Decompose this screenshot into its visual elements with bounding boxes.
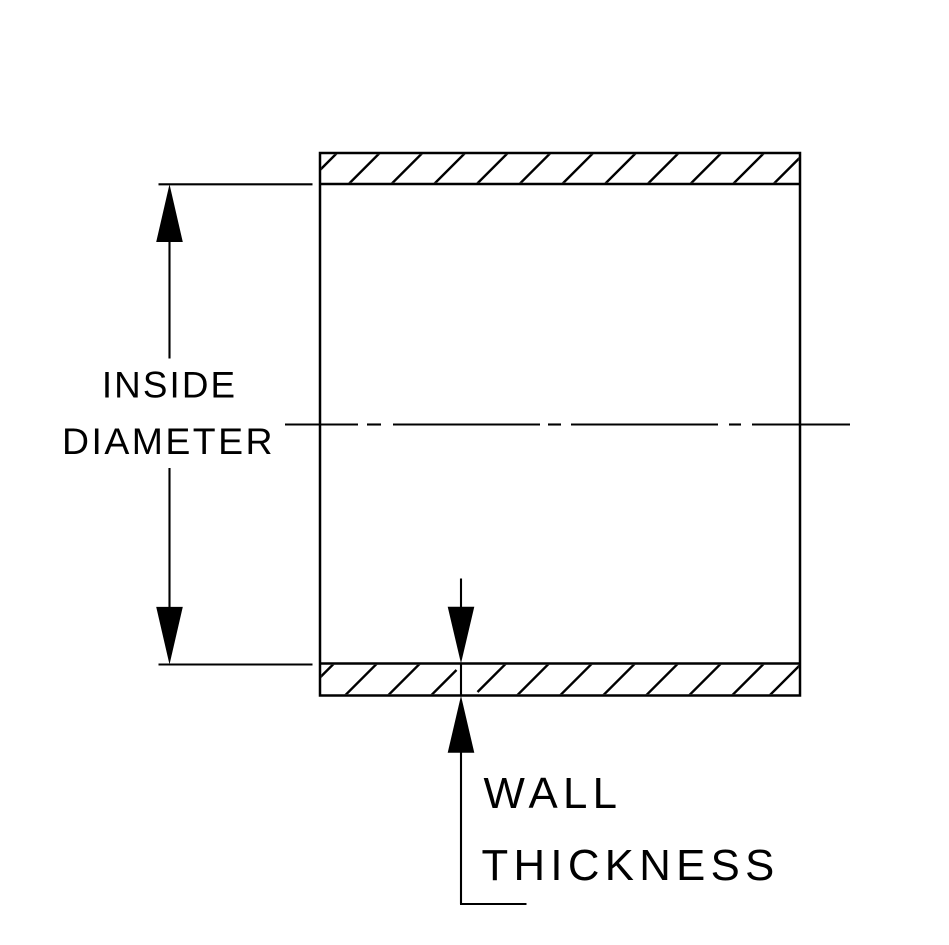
svg-text:DIAMETER: DIAMETER <box>62 420 275 462</box>
svg-text:THICKNESS: THICKNESS <box>482 841 780 890</box>
svg-text:WALL: WALL <box>484 769 623 818</box>
svg-text:INSIDE: INSIDE <box>102 365 237 406</box>
